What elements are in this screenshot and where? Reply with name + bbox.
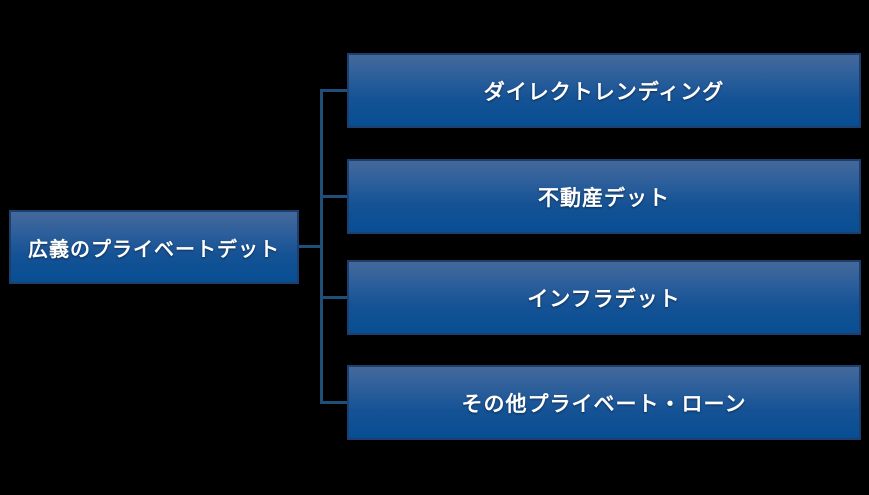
child-node-label: ダイレクトレンディング (483, 80, 725, 104)
child-node-label: 不動産デット (538, 186, 670, 210)
child-node-label: インフラデット (527, 287, 681, 311)
root-node-box: 広義のプライベートデット (9, 210, 299, 284)
connector-spine (320, 89, 323, 404)
connector-root-stub (299, 245, 322, 248)
child-node-box: インフラデット (347, 260, 861, 335)
connector-branch (321, 401, 347, 404)
child-node-box: 不動産デット (347, 159, 861, 234)
connector-branch (321, 195, 347, 198)
connector-branch (321, 296, 347, 299)
child-node-box: その他プライベート・ローン (347, 365, 861, 440)
child-node-label: その他プライベート・ローン (461, 392, 747, 416)
connector-branch (321, 89, 347, 92)
root-node-label: 広義のプライベートデット (28, 238, 280, 261)
child-node-box: ダイレクトレンディング (347, 53, 861, 128)
